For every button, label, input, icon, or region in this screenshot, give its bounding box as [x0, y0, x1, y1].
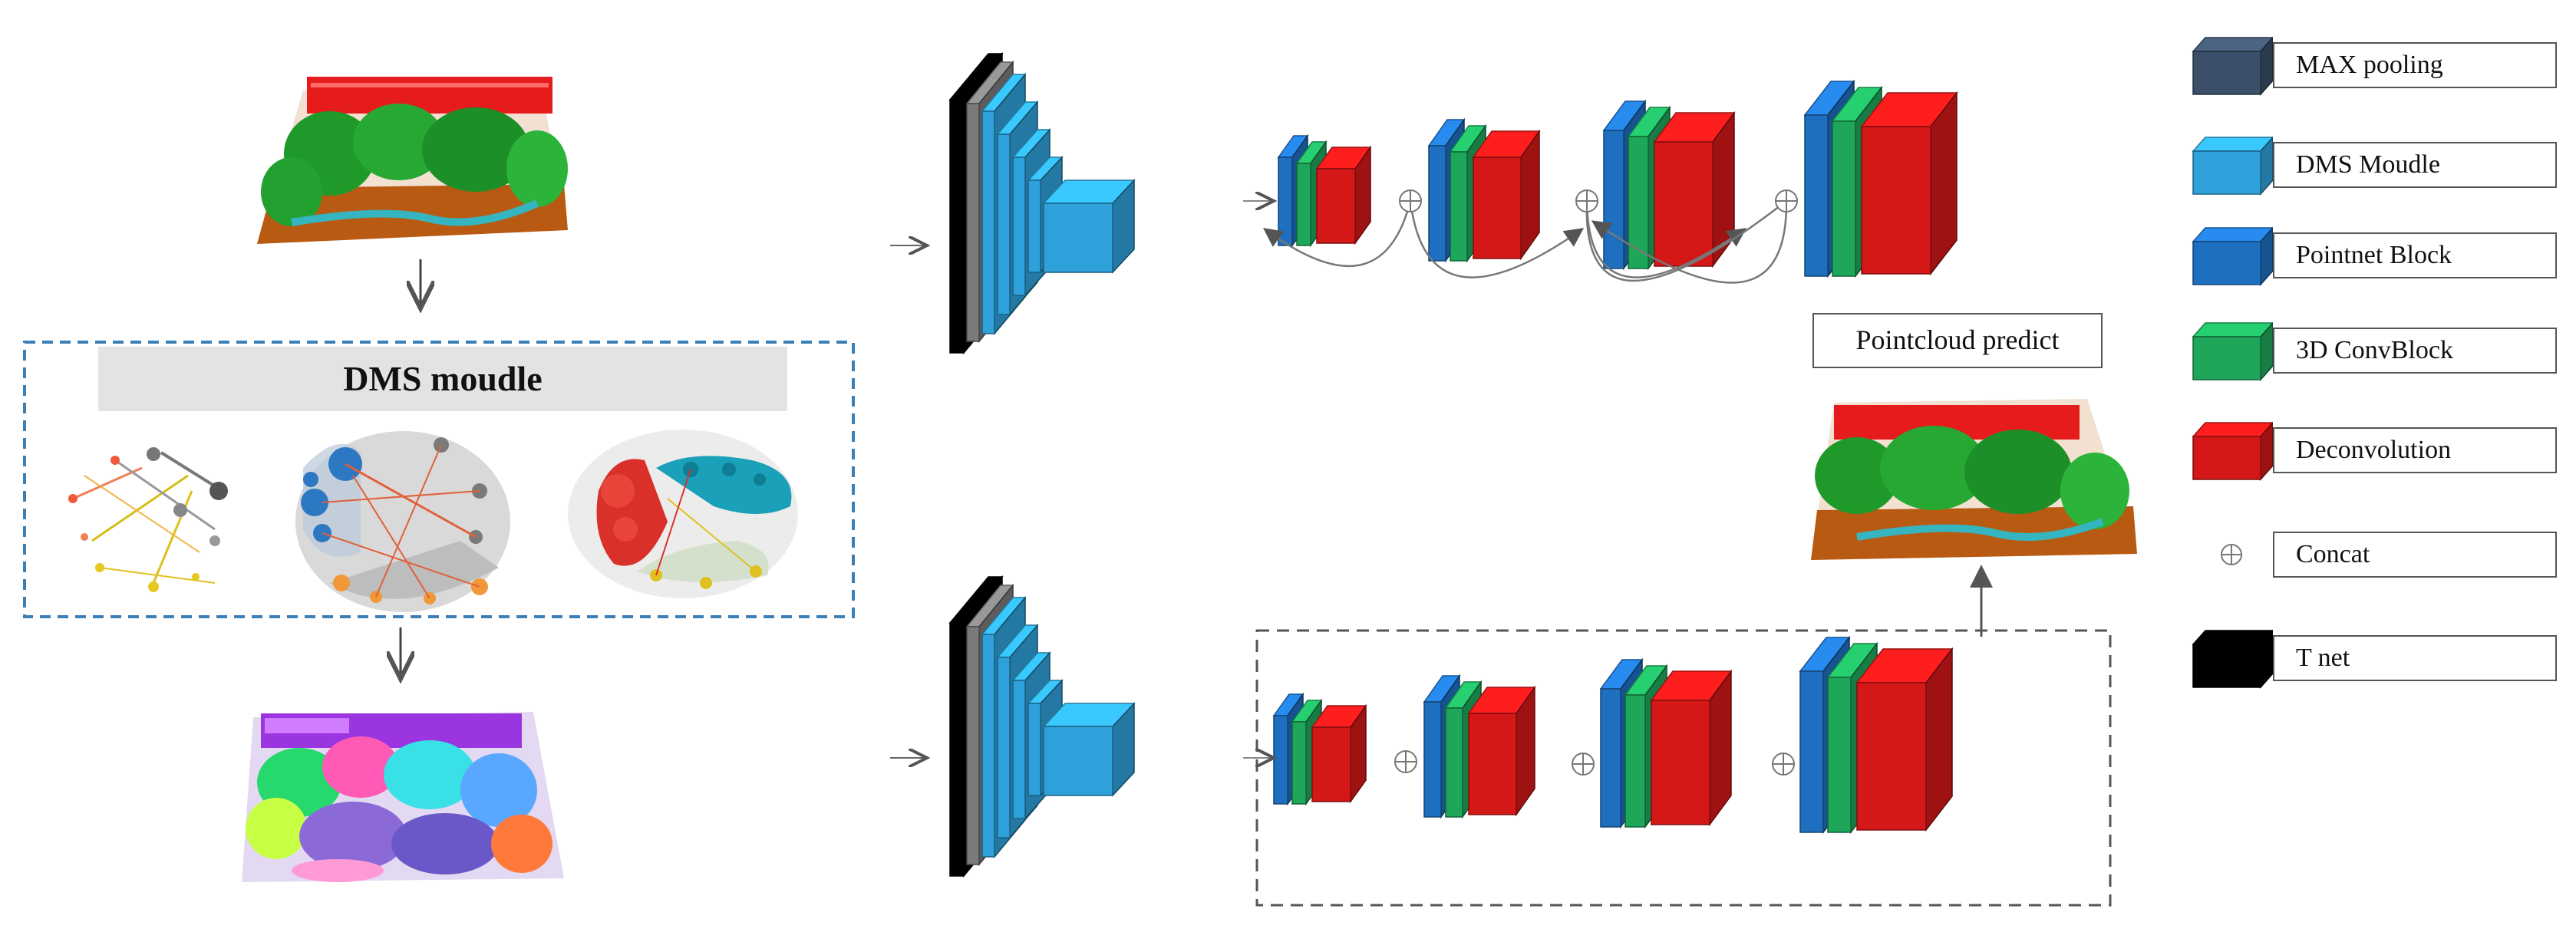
bottom-decoder-frame: [1255, 629, 2112, 907]
convblock-cube-icon: [2192, 321, 2273, 381]
deconv-block: [1311, 703, 1367, 804]
input-pointcloud-image: [257, 77, 568, 244]
legend-item-max-pooling: MAX pooling: [2188, 35, 2564, 96]
dms-module-cube-icon: [2192, 136, 2273, 196]
deconv-block: [1650, 669, 1733, 827]
concat-icon: [2221, 544, 2242, 565]
dms-graph-3: [568, 430, 798, 598]
legend-item-concat: Concat: [2188, 524, 2564, 585]
dms-module-title: DMS moudle: [98, 347, 787, 411]
deconvolution-cube-shape: [2192, 421, 2273, 481]
t-net-cube-icon: [2192, 629, 2273, 689]
dms-block: [1042, 702, 1136, 797]
deconv-block: [1653, 110, 1736, 268]
pointnet-block-cube-shape: [2192, 226, 2273, 286]
max-pooling-cube-icon: [2192, 36, 2273, 96]
predicted-pointcloud-image: [1811, 399, 2137, 560]
legend-item-dms-module: DMS Moudle: [2188, 134, 2564, 196]
deconv-block: [1467, 685, 1536, 817]
dms-block: [1042, 179, 1136, 274]
network-blocks: [948, 51, 1958, 878]
legend-item-t-net: T net: [2188, 627, 2564, 689]
concat-symbol: [1394, 750, 1795, 776]
legend-label: 3D ConvBlock: [2273, 328, 2557, 374]
dms-graph-2: [295, 431, 510, 612]
deconvolution-cube-icon: [2192, 421, 2273, 481]
legend-label: Deconvolution: [2273, 427, 2557, 473]
pointnet-block-cube-icon: [2192, 226, 2273, 286]
deconv-block: [1315, 145, 1372, 245]
deconv-block: [1860, 91, 1958, 276]
concat-symbol: [1399, 189, 1798, 212]
dms-module-frame: [23, 341, 855, 618]
deconv-block: [1855, 647, 1954, 832]
t-net-cube-shape: [2192, 629, 2273, 689]
legend-label: DMS Moudle: [2273, 142, 2557, 188]
pointcloud-predict-label: Pointcloud predict: [1812, 313, 2103, 368]
legend-item-deconvolution: Deconvolution: [2188, 420, 2564, 481]
dms-module-cube-shape: [2192, 136, 2273, 196]
legend-label: MAX pooling: [2273, 42, 2557, 88]
skip-connections: [1262, 200, 1788, 284]
legend-label: Pointnet Block: [2273, 232, 2557, 278]
deconv-block: [1472, 129, 1541, 261]
legend-item-pointnet-block: Pointnet Block: [2188, 225, 2564, 286]
max-pooling-cube-shape: [2192, 36, 2273, 96]
legend-label: T net: [2273, 635, 2557, 681]
legend-label: Concat: [2273, 532, 2557, 578]
dms-graph-1: [68, 447, 228, 592]
legend-item-3d-convblock: 3D ConvBlock: [2188, 320, 2564, 381]
segmented-pointcloud-image: [242, 712, 564, 882]
convblock-cube-shape: [2192, 321, 2273, 381]
